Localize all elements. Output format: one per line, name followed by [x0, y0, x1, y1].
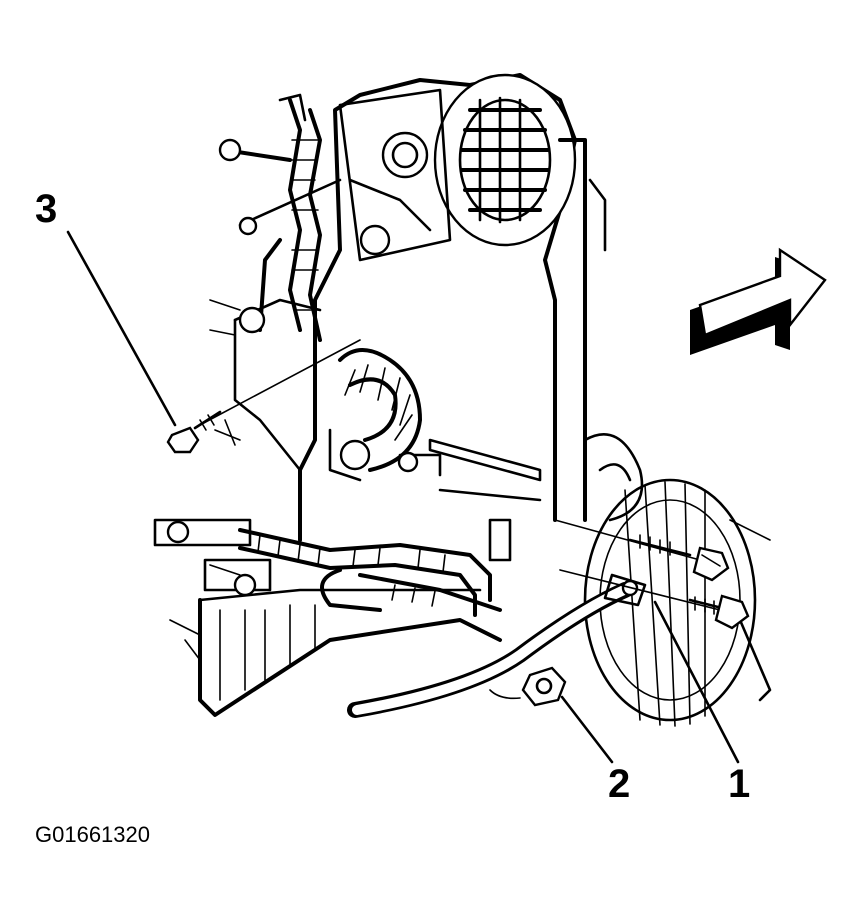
ground-strap: [347, 573, 647, 718]
callout-1: 1: [728, 762, 750, 806]
bolt-upper-right: [554, 519, 730, 582]
lower-harness: [238, 438, 542, 617]
alternator: [338, 73, 577, 262]
bolt-lower-right: [559, 569, 750, 630]
wiring-harness-upper: [218, 93, 342, 342]
figure-id: G01661320: [35, 822, 150, 847]
callout-2: 2: [608, 762, 630, 806]
engine-block: [153, 73, 577, 717]
bolt-left: [166, 339, 361, 454]
belt-and-pulleys: [558, 138, 772, 727]
leader-lines: [66, 230, 740, 764]
front-direction-arrow-icon: [690, 247, 827, 355]
callout-3: 3: [35, 187, 57, 231]
ground-nut: [489, 666, 567, 707]
